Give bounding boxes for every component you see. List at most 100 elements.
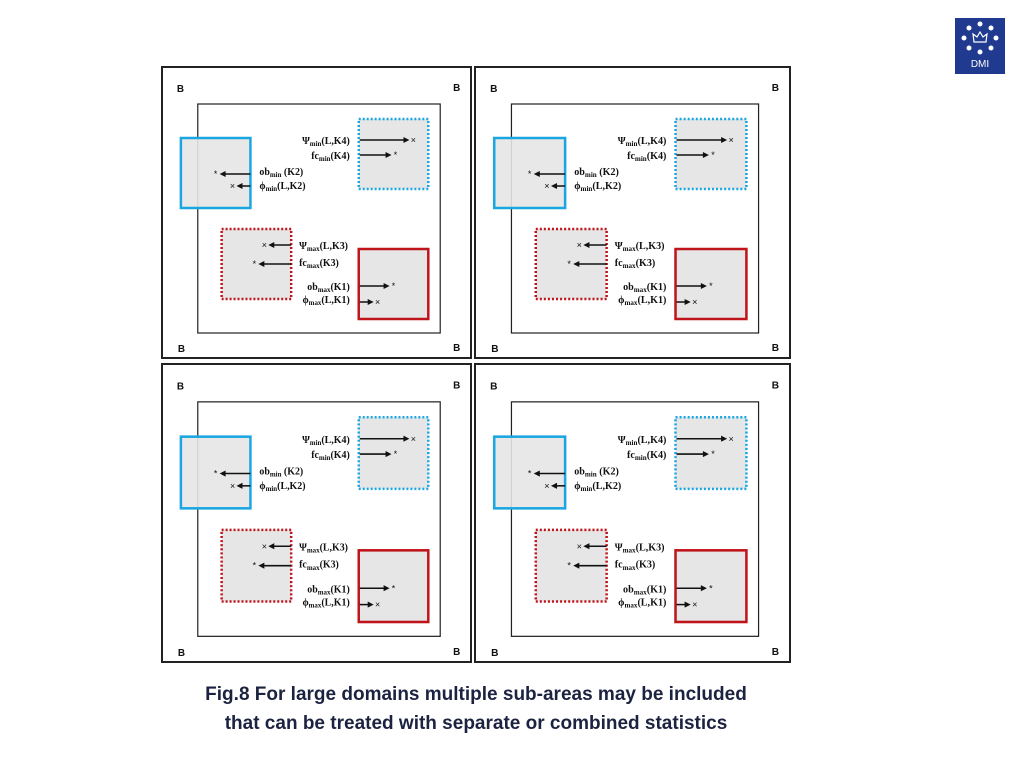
label-sub: min: [635, 454, 647, 462]
label-args: (L,K4): [637, 136, 666, 147]
label-main: ob: [623, 282, 634, 293]
label-args: (K3): [636, 258, 656, 269]
label-args: (L,K4): [637, 435, 666, 446]
arrow-fc-min: *: [676, 449, 715, 459]
blue-dotted-subarea: [357, 117, 430, 191]
label-ob_min: obmin (K2): [574, 167, 619, 179]
label-args: (K3): [320, 560, 339, 571]
label-args: (K1): [647, 584, 667, 595]
arrow-psi-min: ×: [359, 135, 416, 145]
svg-text:*: *: [214, 468, 218, 478]
label-ob_min: obmin (K2): [259, 167, 303, 179]
svg-text:*: *: [567, 259, 571, 269]
svg-text:×: ×: [262, 240, 267, 250]
svg-text:*: *: [392, 583, 396, 593]
label-args: (L,K2): [277, 181, 305, 192]
svg-text:*: *: [711, 449, 715, 459]
label-main: fc: [627, 450, 635, 461]
label-phi_max: ϕmax(L,K1): [302, 295, 349, 307]
label-args: (L,K3): [320, 241, 348, 252]
label-main: Ψ: [615, 542, 623, 553]
label-main: ob: [307, 584, 318, 595]
label-sub: max: [623, 245, 636, 253]
svg-text:×: ×: [375, 297, 380, 307]
label-args: (L,K1): [321, 295, 349, 306]
label-sub: max: [307, 564, 320, 572]
label-main: Ψ: [615, 241, 623, 252]
blue-solid-subarea: [492, 435, 567, 510]
label-main: fc: [615, 258, 623, 269]
label-sub: max: [634, 286, 647, 294]
label-main: Ψ: [299, 542, 307, 553]
label-main: ϕ: [302, 597, 308, 608]
label-main: fc: [615, 560, 623, 571]
label-sub: max: [623, 564, 636, 572]
label-sub: min: [266, 185, 278, 193]
svg-text:*: *: [528, 469, 532, 479]
label-main: Ψ: [618, 136, 626, 147]
label-main: fc: [627, 151, 635, 162]
label-main: ob: [574, 167, 585, 178]
boundary-label: B: [772, 647, 779, 658]
label-main: ob: [259, 167, 270, 178]
label-args: (K3): [320, 258, 339, 269]
label-ob_max: obmax(K1): [623, 584, 666, 596]
label-sub: max: [309, 602, 322, 610]
inner-domain: [197, 103, 441, 334]
label-sub: min: [310, 140, 322, 148]
svg-text:×: ×: [577, 240, 582, 250]
boundary-label: B: [453, 83, 460, 94]
arrow-fc-max: *: [567, 259, 607, 269]
label-main: ϕ: [259, 181, 265, 192]
label-args: (L,K3): [636, 241, 665, 252]
arrow-fc-min: *: [359, 449, 398, 459]
arrow-ob-min: *: [528, 169, 566, 179]
arrow-ob-max: *: [676, 583, 713, 593]
arrow-psi-max: ×: [577, 240, 607, 250]
label-args: (K4): [647, 151, 667, 162]
label-fc_max: fcmax(K3): [615, 560, 656, 572]
label-sub: min: [585, 171, 597, 179]
arrow-fc-min: *: [676, 150, 715, 160]
label-args: (L,K1): [321, 597, 349, 608]
label-main: ob: [259, 466, 270, 477]
label-fc_min: fcmin(K4): [311, 151, 350, 163]
label-main: ϕ: [574, 181, 580, 192]
svg-text:*: *: [709, 583, 713, 593]
svg-text:*: *: [253, 561, 257, 571]
label-fc_min: fcmin(K4): [311, 450, 350, 462]
label-args: (K1): [331, 584, 350, 595]
label-args: (L,K2): [277, 481, 305, 492]
arrow-ob-max: *: [359, 281, 396, 291]
arrow-ob-min: *: [214, 468, 251, 479]
label-sub: max: [624, 602, 637, 610]
label-psi_min: Ψmin(L,K4): [618, 136, 667, 148]
inner-domain: [197, 401, 441, 637]
label-main: ϕ: [618, 598, 624, 609]
label-fc_max: fcmax(K3): [615, 258, 655, 270]
svg-text:*: *: [253, 259, 257, 269]
label-sub: min: [319, 454, 331, 462]
boundary-label: B: [772, 343, 779, 354]
label-main: fc: [311, 450, 319, 461]
diagram-panel-2: B B B B Ψmin(L,K4)fcmin(K4) ×* obmin (K2…: [474, 66, 791, 359]
svg-text:×: ×: [375, 600, 380, 610]
label-main: Ψ: [302, 136, 310, 147]
label-phi_max: ϕmax(L,K1): [302, 597, 349, 609]
label-sub: max: [623, 262, 636, 270]
blue-dotted-subarea: [674, 415, 748, 491]
svg-text:×: ×: [411, 434, 416, 444]
caption-line-1: Fig.8 For large domains multiple sub-are…: [205, 684, 747, 705]
arrow-ob-min: *: [528, 469, 566, 479]
label-sub: max: [634, 588, 647, 596]
label-main: ϕ: [574, 481, 580, 492]
label-args: (K4): [647, 450, 667, 461]
arrow-phi-min: ×: [230, 481, 251, 491]
label-sub: min: [266, 485, 278, 493]
label-main: ϕ: [618, 295, 624, 306]
svg-text:×: ×: [692, 600, 697, 610]
inner-domain: [510, 103, 760, 334]
label-fc_min: fcmin(K4): [627, 450, 666, 462]
label-phi_min: ϕmin(L,K2): [259, 481, 305, 493]
arrow-psi-max: ×: [262, 240, 292, 250]
